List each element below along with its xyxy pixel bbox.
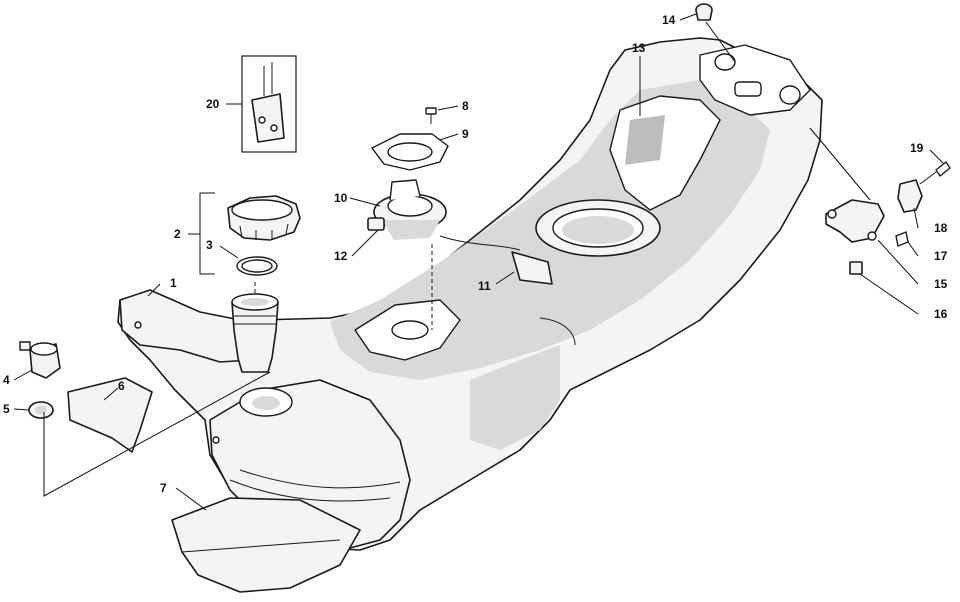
fuel-tank <box>117 37 823 551</box>
callout-18: 18 <box>934 221 948 235</box>
fuel-pump <box>373 179 447 330</box>
sensor-harness <box>439 235 553 285</box>
heat-shield-left <box>67 377 153 453</box>
callout-5: 5 <box>3 402 10 416</box>
sending-unit-box <box>241 55 297 153</box>
nut-16 <box>849 261 863 275</box>
cap-gasket <box>236 256 278 276</box>
callout-16: 16 <box>934 307 948 321</box>
pump-gasket <box>371 133 449 171</box>
drain-fitting <box>19 341 61 379</box>
clip-18 <box>897 179 923 213</box>
filler-neck <box>231 282 279 373</box>
callout-19: 19 <box>910 141 924 155</box>
tank-plug <box>695 3 713 21</box>
callout-11: 11 <box>478 279 491 293</box>
callout-13: 13 <box>632 41 646 55</box>
callout-12: 12 <box>334 249 348 263</box>
callout-1: 1 <box>170 276 177 290</box>
grommet <box>28 401 54 419</box>
heat-shield-bottom <box>171 497 361 593</box>
callout-labels: 1 2 3 4 5 6 7 8 9 10 11 12 13 14 15 16 1… <box>3 13 948 495</box>
leader-lines <box>13 13 945 511</box>
callout-9: 9 <box>462 127 469 141</box>
bolt-17 <box>895 231 909 247</box>
callout-15: 15 <box>934 277 948 291</box>
callout-4: 4 <box>3 373 10 387</box>
mount-bracket <box>825 199 885 243</box>
callout-14: 14 <box>662 13 676 27</box>
fuel-cap <box>227 195 301 241</box>
callout-20: 20 <box>206 97 220 111</box>
callout-2: 2 <box>174 227 181 241</box>
bracket-bolt-19 <box>919 161 951 185</box>
callout-17: 17 <box>934 249 948 263</box>
callout-3: 3 <box>206 238 213 252</box>
pump-screw <box>425 107 437 124</box>
callout-10: 10 <box>334 191 348 205</box>
callout-7: 7 <box>160 481 167 495</box>
callout-8: 8 <box>462 99 469 113</box>
callout-6: 6 <box>118 379 125 393</box>
pump-connector <box>367 217 385 231</box>
